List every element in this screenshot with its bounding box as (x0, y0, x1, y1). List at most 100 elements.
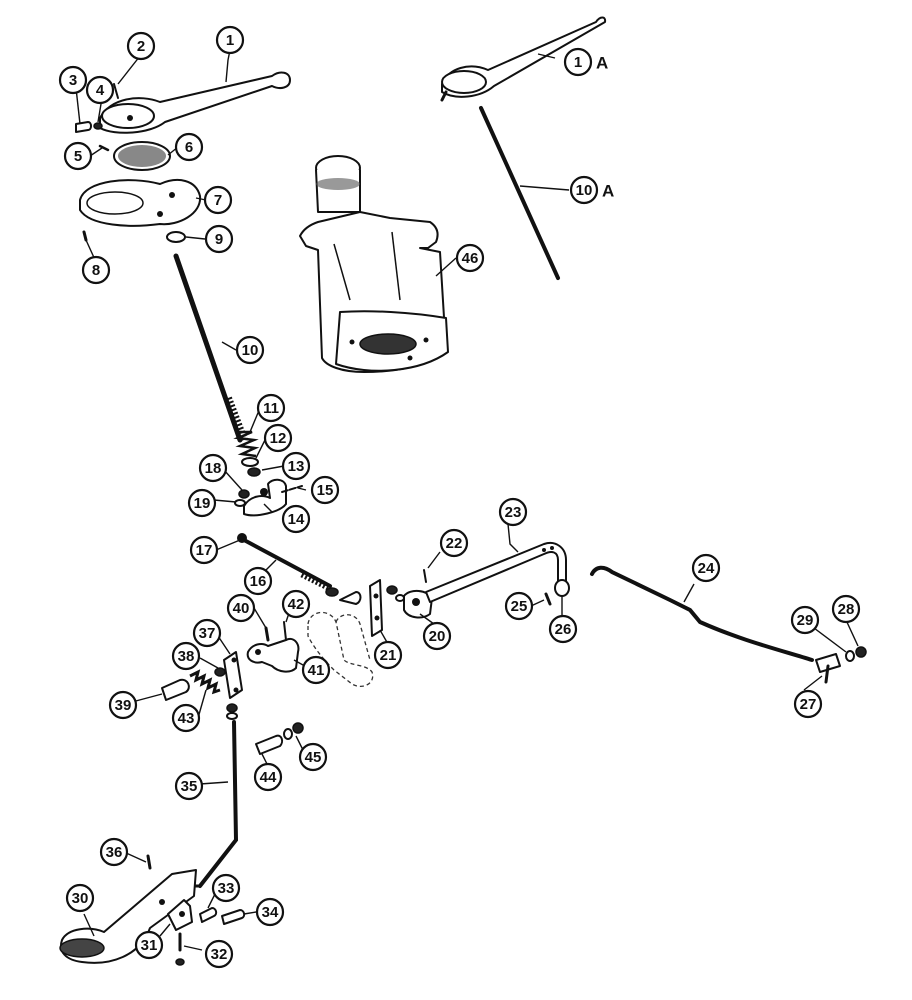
callout-number: 12 (270, 430, 287, 447)
callout-circle (263, 423, 293, 453)
callout-38: 38 (171, 641, 201, 671)
callout-32: 32 (204, 939, 234, 969)
callout-number: 11 (263, 400, 279, 417)
callout-circle (204, 224, 234, 254)
callout-circle (99, 837, 129, 867)
callout-circle (255, 897, 285, 927)
callout-27: 27 (793, 689, 823, 719)
callout-circle (563, 47, 593, 77)
callout-7: 7 (203, 185, 233, 215)
callout-circle (498, 497, 528, 527)
friction-disc-part (113, 141, 171, 171)
rod-clevis-part (815, 653, 841, 684)
callout-number: 31 (141, 937, 158, 954)
callout-circle (171, 641, 201, 671)
callout-circle (256, 393, 286, 423)
callout-number: 2 (137, 38, 145, 55)
callout-36: 36 (99, 837, 129, 867)
lever-pin-part (264, 626, 270, 642)
callout-circle (831, 594, 861, 624)
callout-14: 14 (281, 504, 311, 534)
pedal-bolt-washer-part (283, 728, 293, 740)
callout-33: 33 (211, 873, 241, 903)
callout-number: 23 (505, 504, 522, 521)
callout-37: 37 (192, 618, 222, 648)
bracket-bushing-part (199, 907, 218, 923)
callout-25: 25 (504, 591, 534, 621)
bracket-part (369, 579, 383, 637)
trunnion-block-part (243, 478, 287, 517)
callout-circle (65, 883, 95, 913)
hand-lever-part (99, 71, 291, 134)
callout-number: 34 (262, 904, 279, 921)
callout-number: 30 (72, 890, 89, 907)
callout-number: 8 (92, 262, 100, 279)
callout-circle (171, 703, 201, 733)
pin-part (423, 569, 427, 583)
trunnion-part (386, 585, 433, 619)
callout-number: 4 (96, 82, 105, 99)
callout-circle (58, 65, 88, 95)
callout-19: 19 (187, 488, 217, 518)
callout-circle (211, 873, 241, 903)
callout-34: 34 (255, 897, 285, 927)
callout-41: 41 (301, 655, 331, 685)
spring-part (233, 430, 260, 458)
callout-number: 1 (574, 54, 582, 71)
callout-9: 9 (204, 224, 234, 254)
callout-circle (235, 335, 265, 365)
callout-12: 12 (263, 423, 293, 453)
callout-18: 18 (198, 453, 228, 483)
callout-number: 3 (69, 72, 77, 89)
lever-bolt-part (75, 121, 92, 133)
quadrant-screw-part (82, 230, 88, 242)
clevis-nut-part (855, 646, 867, 658)
callout-number: 36 (106, 844, 123, 861)
callout-circle (126, 31, 156, 61)
callout-number: 32 (211, 946, 228, 963)
control-rod-alt-part (479, 106, 560, 280)
callout-45: 45 (298, 742, 328, 772)
callout-circle (192, 618, 222, 648)
callout-number: 27 (800, 696, 817, 713)
callout-number: 37 (199, 625, 216, 642)
cotter-pin-part (281, 485, 303, 493)
callout-circle (174, 771, 204, 801)
callout-43: 43 (171, 703, 201, 733)
return-spring-part (189, 669, 221, 695)
callout-4: 4 (85, 75, 115, 105)
callout-29: 29 (790, 605, 820, 635)
quadrant-part (79, 179, 202, 227)
callout-number: 17 (196, 542, 213, 559)
callout-6: 6 (174, 132, 204, 162)
callout-circle (298, 742, 328, 772)
callout-circle (63, 141, 93, 171)
callout-39: 39 (108, 690, 138, 720)
callout-16: 16 (243, 566, 273, 596)
callout-number: 26 (555, 621, 572, 638)
callout-circle (281, 589, 311, 619)
callout-circle (189, 535, 219, 565)
callout-number: 15 (317, 482, 334, 499)
clevis-pin-part (339, 591, 362, 605)
callout-number: 24 (698, 560, 715, 577)
pedal-pin-part (146, 854, 152, 870)
callout-number: 5 (74, 148, 82, 165)
callout-number: 41 (308, 662, 325, 679)
lock-nut-part (238, 489, 250, 499)
callout-1: 1 (215, 25, 245, 55)
callout-26: 26 (548, 614, 578, 644)
callout-circle (203, 185, 233, 215)
part-drawings (59, 16, 867, 966)
callout-circle (422, 621, 452, 651)
callout-circle (85, 75, 115, 105)
callout-28: 28 (831, 594, 861, 624)
callout-circle (439, 528, 469, 558)
callout-number: 42 (288, 596, 305, 613)
callout-circle (373, 640, 403, 670)
callout-number: 40 (233, 600, 250, 617)
callout-number: 28 (838, 601, 855, 618)
